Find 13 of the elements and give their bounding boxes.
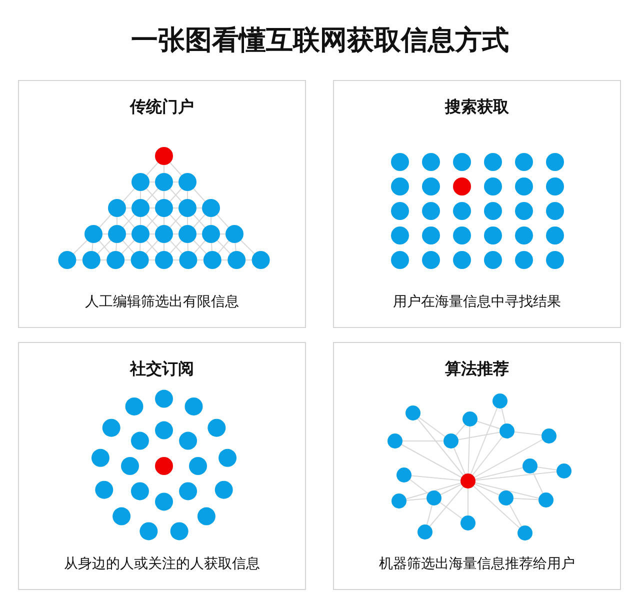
panel-caption: 从身边的人或关注的人获取信息 (63, 555, 261, 573)
panel-heading: 算法推荐 (444, 359, 510, 380)
panel-caption: 机器筛选出海量信息推荐给用户 (378, 555, 576, 573)
panel-heading: 搜索获取 (444, 97, 510, 118)
panel (18, 342, 306, 590)
title: 一张图看懂互联网获取信息方式 (130, 24, 510, 58)
panel-heading: 社交订阅 (128, 359, 195, 380)
panel-caption: 人工编辑筛选出有限信息 (84, 293, 240, 311)
panel (333, 342, 621, 590)
panel (18, 80, 306, 328)
panel-caption: 用户在海量信息中寻找结果 (392, 293, 562, 311)
panel (333, 80, 621, 328)
panel-heading: 传统门户 (128, 97, 195, 118)
